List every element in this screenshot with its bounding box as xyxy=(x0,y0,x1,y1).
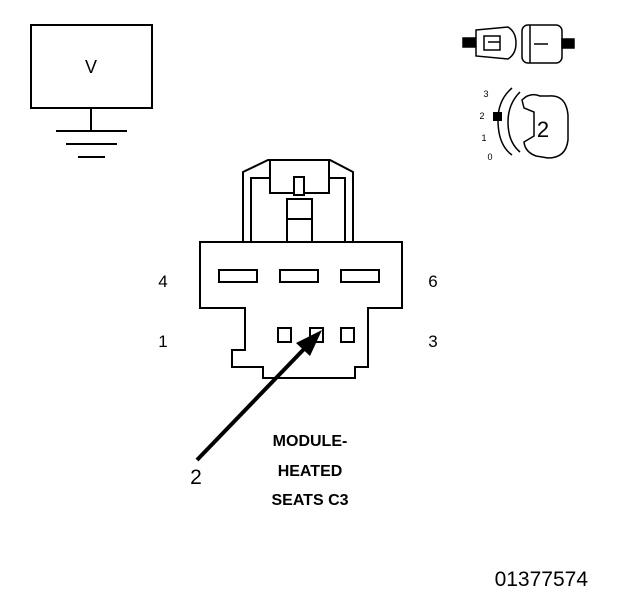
selector-position-3: 3 xyxy=(483,89,488,99)
cavity-6 xyxy=(340,269,380,283)
connector-title-line-3: SEATS C3 xyxy=(271,492,348,509)
selector-position-0: 0 xyxy=(487,152,492,162)
voltmeter: V xyxy=(30,24,153,158)
selector-knob-icon: 3 2 1 0 2 xyxy=(479,87,569,162)
probe-arrow xyxy=(195,330,322,462)
connector-body xyxy=(199,241,403,379)
cavity-1 xyxy=(277,327,292,343)
connector-latch xyxy=(242,159,354,243)
selector-pointer xyxy=(493,112,502,121)
selector-setting: 2 xyxy=(537,117,549,142)
connector-title-line-2: HEATED xyxy=(278,463,343,480)
cavity-3 xyxy=(340,327,355,343)
selector-position-1: 1 xyxy=(481,133,486,143)
connector-c3 xyxy=(199,159,403,379)
figure-id: 01377574 xyxy=(495,568,589,591)
pin-label-3: 3 xyxy=(428,332,437,351)
pin-label-1: 1 xyxy=(158,332,167,351)
ground-icon xyxy=(56,108,127,158)
connector-title-line-1: MODULE- xyxy=(273,433,348,450)
back-probe-icon xyxy=(462,24,575,64)
cavity-4 xyxy=(218,269,258,283)
cavity-5 xyxy=(279,269,319,283)
voltmeter-label: V xyxy=(85,57,97,77)
voltmeter-box xyxy=(30,24,153,109)
selector-position-2: 2 xyxy=(479,111,484,121)
pin-label-6: 6 xyxy=(428,272,437,291)
probe-label: 2 xyxy=(190,466,202,489)
pin-label-4: 4 xyxy=(158,272,167,291)
